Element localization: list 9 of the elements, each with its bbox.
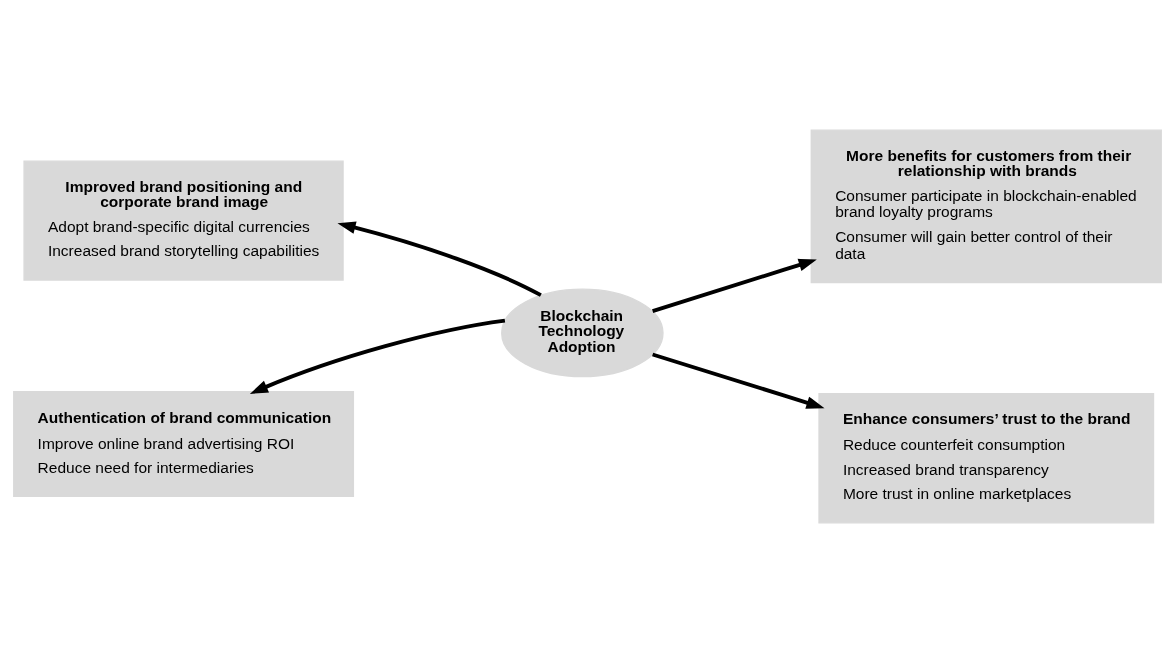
- arrow: [249, 318, 506, 394]
- node-ellipse: Blockchain Technology Adoption: [501, 288, 664, 377]
- arrow: [337, 220, 542, 297]
- node-box: Authentication of brand communication Improve online brand advertising ROI Reduce need for intermediaries: [13, 390, 355, 497]
- node-box: More benefits for customers from their relationship with brands Consumer participate in blockchain-enabled brand loyalty programs Consumer will gain better control of their data: [810, 129, 1162, 283]
- node-box: Enhance consumers’ trust to the brand Reduce counterfeit consumption Increased brand transparency More trust in online marketplaces: [818, 392, 1155, 523]
- arrow: [652, 258, 817, 313]
- arrow: [652, 352, 825, 409]
- node-box: Improved brand positioning and corporate brand image Adopt brand-specific digital currencies Increased brand storytelling capabilities: [23, 160, 344, 281]
